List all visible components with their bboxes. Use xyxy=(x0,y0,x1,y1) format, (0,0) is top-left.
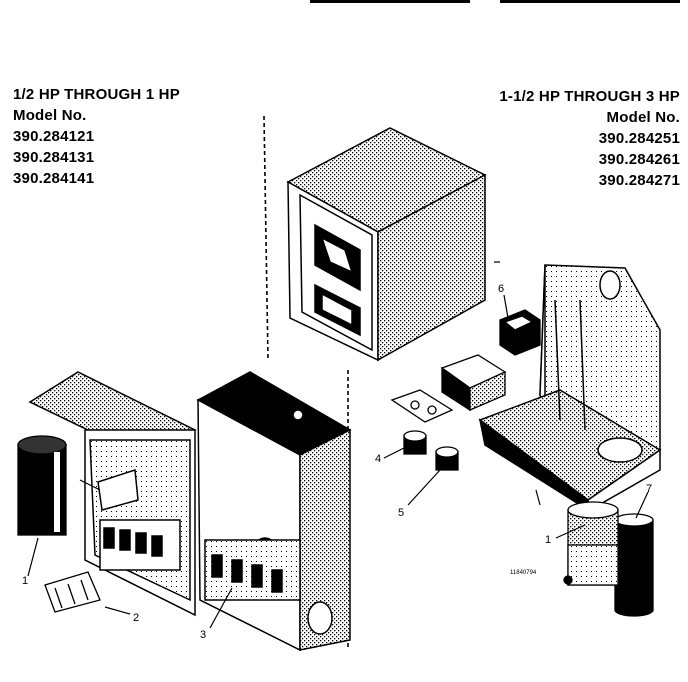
left-model-number: 390.284141 xyxy=(13,170,95,187)
part-4-knob xyxy=(403,430,427,455)
callout-leaders xyxy=(27,261,649,629)
callout-3: 3 xyxy=(200,629,206,641)
right-cover-box xyxy=(286,127,487,362)
left-model-header: 1/2 HP THROUGH 1 HP Model No. 390.284121… xyxy=(13,84,180,189)
part-7-capacitor xyxy=(614,513,654,617)
right-model-label: Model No. xyxy=(606,109,680,126)
left-part-1-capacitor xyxy=(17,435,67,536)
mounting-bracket xyxy=(390,389,454,423)
left-model-number: 390.284131 xyxy=(13,149,95,166)
right-model-number: 390.284271 xyxy=(598,172,680,189)
left-control-base xyxy=(28,371,197,617)
left-model-label: Model No. xyxy=(13,107,87,124)
callout-1-left: 1 xyxy=(22,575,28,587)
right-model-number: 390.284261 xyxy=(598,151,680,168)
callout-7: 7 xyxy=(646,483,652,495)
clipped-header-remnant xyxy=(310,0,680,3)
callout-2: 2 xyxy=(133,612,139,624)
left-cover-box xyxy=(196,371,352,652)
right-terminal-block xyxy=(440,354,507,412)
right-control-box xyxy=(478,264,662,512)
callout-1-right: 1 xyxy=(545,534,551,546)
right-part-1-capacitor xyxy=(563,501,619,586)
left-hp-range-title: 1/2 HP THROUGH 1 HP xyxy=(13,86,180,103)
reference-code: 11840794 xyxy=(510,570,537,576)
callout-6: 6 xyxy=(498,283,504,295)
part-5-knob xyxy=(435,446,459,471)
part-2-terminal-strip xyxy=(44,571,101,613)
callout-4: 4 xyxy=(375,453,381,465)
callout-5: 5 xyxy=(398,507,404,519)
right-hp-range-title: 1-1/2 HP THROUGH 3 HP xyxy=(499,88,680,105)
right-model-header: 1-1/2 HP THROUGH 3 HP Model No. 390.2842… xyxy=(499,86,680,191)
part-6-relay xyxy=(499,309,541,356)
left-model-number: 390.284121 xyxy=(13,128,95,145)
right-model-number: 390.284251 xyxy=(598,130,680,147)
